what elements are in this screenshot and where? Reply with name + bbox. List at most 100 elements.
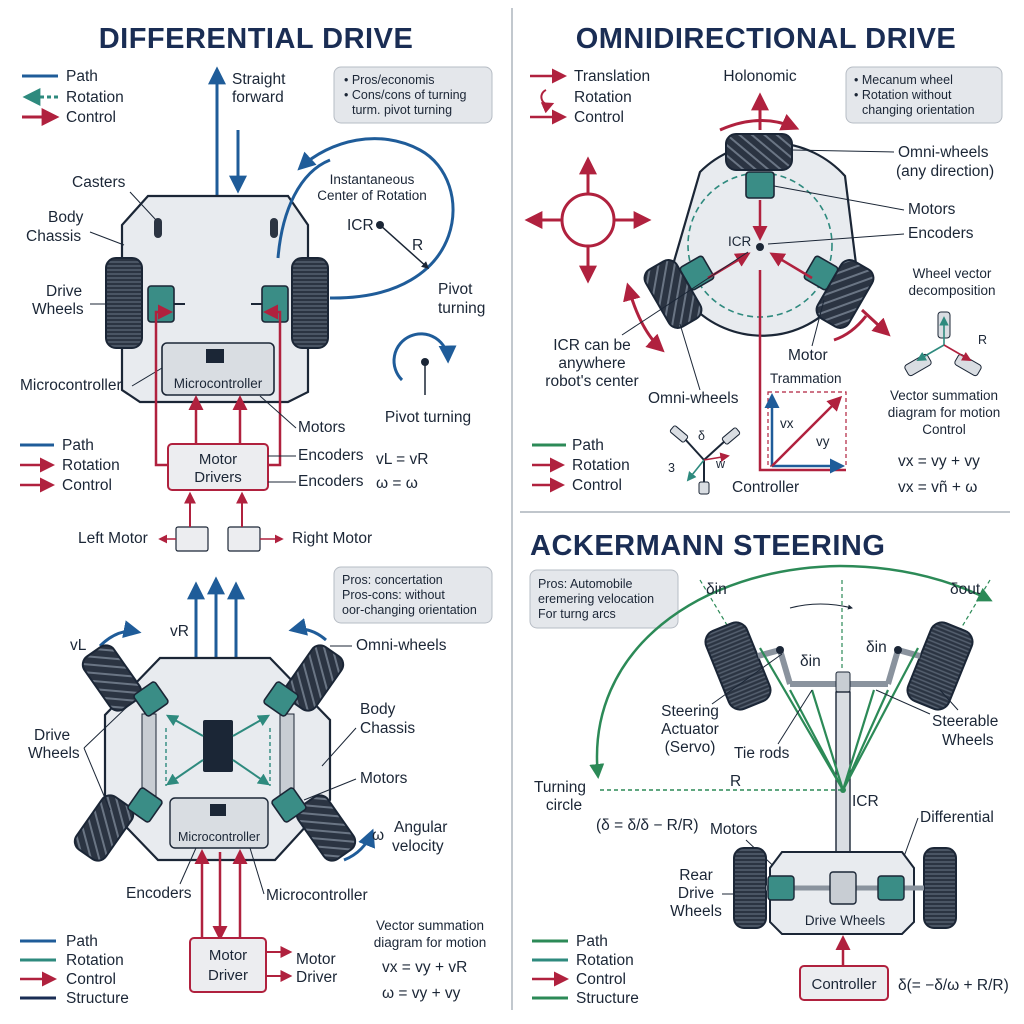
acker-din-mid1: δin: [800, 653, 821, 670]
turning-circle-2: circle: [546, 797, 582, 814]
holonomic-label: Holonomic: [723, 68, 796, 85]
omni-encoders-label: Encoders: [908, 225, 974, 242]
acker-controller-box: [799, 965, 889, 1001]
icr-title-1: Instantaneous: [330, 172, 415, 187]
diff-encoders-2: Encoders: [298, 473, 364, 490]
acker-legend: Path Rotation Control Structure: [532, 933, 639, 1007]
mec-center-chip: [203, 720, 233, 772]
mec-legend-structure: Structure: [66, 990, 129, 1007]
diff-note-line2: • Cons/cons of turning: [344, 88, 467, 102]
icr-rotation-arc: [297, 137, 455, 300]
mec-vl: vL: [70, 637, 87, 654]
casters-label: Casters: [72, 174, 126, 191]
acker-motor-right: [877, 875, 905, 901]
mec-motor-fl: [133, 681, 169, 717]
mec-encoders: Encoders: [126, 885, 192, 902]
omni-eq2: vx = vñ + ω: [898, 479, 977, 496]
acker-rear-1: Rear: [679, 867, 713, 884]
diff-note-line3: turm. pivot turning: [352, 103, 452, 117]
mec-legend-path: Path: [66, 933, 98, 950]
acker-icr-point: [840, 787, 846, 793]
omni-controller: Controller: [732, 479, 799, 496]
mec-eq2: ω = vy + vy: [382, 985, 461, 1002]
acker-dout: δout: [950, 581, 981, 598]
mec-md-2: Driver: [296, 969, 337, 986]
mec-legend-rotation: Rotation: [66, 952, 124, 969]
icr-r-label: R: [412, 237, 423, 254]
omni-icr-label: ICR: [728, 234, 752, 249]
diff-chip-label: Microcontroller: [174, 376, 263, 391]
mec-motors: Motors: [360, 770, 408, 787]
diff-right-motor: [261, 285, 289, 323]
mec-wheel-fr: [283, 644, 345, 712]
diff-legend-path: Path: [66, 68, 98, 85]
mec-mcu-label: Microcontroller: [266, 887, 368, 904]
diff-note-line1: • Pros/economis: [344, 73, 435, 87]
omni-legend2-rotation: Rotation: [572, 457, 630, 474]
diff-note: • Pros/economis • Cons/cons of turning t…: [333, 66, 493, 124]
acker-controller: Controller: [811, 976, 876, 993]
omni-w: w: [715, 457, 726, 471]
turning-circle-arc: [589, 564, 993, 779]
acker-note: Pros: Automobile eremering velocation Fo…: [529, 569, 679, 629]
differential-drive-panel: DIFFERENTIAL DRIVE Path Rotation Control…: [20, 23, 493, 552]
icr-label: ICR: [347, 217, 374, 234]
omni-legend-translation: Translation: [574, 68, 650, 85]
mec-body-2: Chassis: [360, 720, 415, 737]
mec-note-line3: oor-changing orientation: [342, 603, 477, 617]
mec-drive-wheels-1: Drive: [34, 727, 70, 744]
mec-note-line2: Pros-cons: without: [342, 588, 445, 602]
omni-wheels-right-1: Omni-wheels: [898, 144, 989, 161]
omni-motors-label: Motors: [908, 201, 956, 218]
mec-chip-label: Microcontroller: [178, 830, 260, 844]
mec-angular-1: Angular: [394, 819, 447, 836]
right-motor-label: Right Motor: [292, 530, 372, 547]
omni-wheels-bottom: Omni-wheels: [648, 390, 739, 407]
acker-differential: Differential: [920, 809, 994, 826]
turning-circle-1: Turning: [534, 779, 586, 796]
mec-microcontroller: [169, 797, 269, 849]
omni-legend: Translation Rotation Control: [530, 68, 650, 126]
mec-motor-rr: [271, 787, 307, 823]
acker-legend-rotation: Rotation: [576, 952, 634, 969]
pivot-turning-label: Pivot turning: [385, 409, 471, 426]
steer-act-2: Actuator: [661, 721, 719, 738]
mec-legend-control: Control: [66, 971, 116, 988]
translation-icon: [524, 156, 652, 284]
diff-body-label-2: Chassis: [26, 228, 81, 245]
acker-rear-2: Drive: [678, 885, 714, 902]
mec-vector-2: diagram for motion: [374, 935, 487, 950]
diff-right-wheel: [291, 257, 329, 349]
vector-summation-plot: vx vy: [764, 391, 847, 474]
omni-legend-rotation: Rotation: [574, 89, 632, 106]
mec-omega: ω: [372, 827, 384, 844]
icr-anywhere-3: robot's center: [545, 373, 638, 390]
omni-vector-3: Control: [922, 422, 966, 437]
wvd-r: R: [978, 333, 987, 347]
caster-right: [270, 218, 278, 238]
diff-microcontroller: [161, 342, 275, 396]
acker-note-2: eremering velocation: [538, 592, 654, 606]
pivot-label-2: turning: [438, 300, 485, 317]
diff-legend-control: Control: [66, 109, 116, 126]
omnidirectional-panel: OMNIDIRECTIONAL DRIVE Translation Rotati…: [524, 23, 1003, 496]
ackermann-panel: ACKERMANN STEERING Pros: Automobile erem…: [529, 530, 1009, 1007]
acker-motors: Motors: [710, 821, 758, 838]
mec-wheel-rl: [73, 794, 135, 862]
acker-title: ACKERMANN STEERING: [530, 530, 885, 562]
acker-note-3: For turng arcs: [538, 607, 616, 621]
omni-title: OMNIDIRECTIONAL DRIVE: [576, 23, 957, 55]
mec-body-1: Body: [360, 701, 396, 718]
omni-icr-point: [756, 243, 764, 251]
trammation-label: Trammation: [770, 371, 842, 386]
omni-legend-2: Path Rotation Control: [532, 437, 630, 494]
acker-legend-structure: Structure: [576, 990, 639, 1007]
diff-legend-rotation: Rotation: [66, 89, 124, 106]
omni-vector-2: diagram for motion: [888, 405, 1001, 420]
mec-angular-2: velocity: [392, 838, 444, 855]
steerable-1: Steerable: [932, 713, 998, 730]
acker-diff-box: [829, 871, 857, 905]
omni-vx: vx: [780, 416, 794, 431]
three-wheel-icon: 3 δ w: [668, 425, 741, 495]
